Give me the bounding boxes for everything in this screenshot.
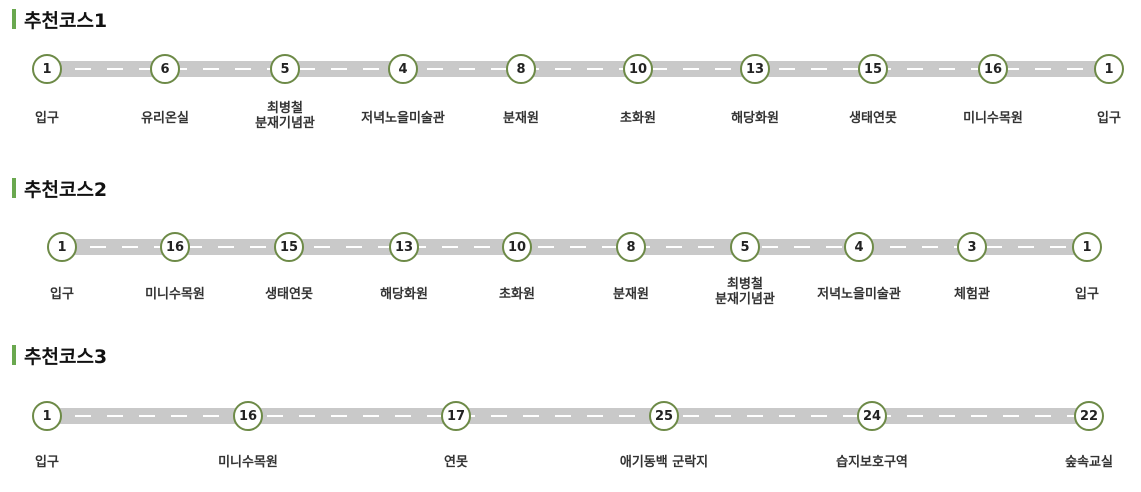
stop-number-badge[interactable]: 3 — [957, 232, 987, 262]
stop-label[interactable]: 유리온실 — [141, 111, 189, 126]
road-dash-line — [43, 415, 1093, 417]
course-heading: 추천코스3 — [12, 344, 108, 368]
course-title: 추천코스2 — [24, 178, 108, 201]
stop-label[interactable]: 입구 — [1075, 287, 1099, 302]
stop-label[interactable]: 저녁노을미술관 — [361, 111, 445, 126]
stop-number-badge[interactable]: 5 — [270, 54, 300, 84]
heading-accent-bar — [12, 9, 16, 29]
stop-number-badge[interactable]: 15 — [858, 54, 888, 84]
stop-label[interactable]: 생태연못 — [849, 111, 897, 126]
road-dash-line — [43, 68, 1113, 70]
stop-label[interactable]: 입구 — [35, 455, 59, 470]
stop-label[interactable]: 미니수목원 — [963, 111, 1023, 126]
stop-label[interactable]: 입구 — [50, 287, 74, 302]
stop-number-badge[interactable]: 5 — [730, 232, 760, 262]
stop-label[interactable]: 애기동백 군락지 — [619, 455, 709, 470]
stop-label[interactable]: 최병철 분재기념관 — [715, 277, 775, 307]
course-road — [43, 408, 1093, 424]
stop-label[interactable]: 해당화원 — [380, 287, 428, 302]
course-heading: 추천코스1 — [12, 8, 108, 32]
stop-label[interactable]: 입구 — [35, 111, 59, 126]
course-title: 추천코스1 — [24, 9, 108, 32]
stop-number-badge[interactable]: 1 — [47, 232, 77, 262]
stop-number-badge[interactable]: 6 — [150, 54, 180, 84]
stop-number-badge[interactable]: 16 — [978, 54, 1008, 84]
stop-label[interactable]: 미니수목원 — [218, 455, 278, 470]
stop-label[interactable]: 해당화원 — [731, 111, 779, 126]
stop-label[interactable]: 저녁노을미술관 — [817, 287, 901, 302]
heading-accent-bar — [12, 345, 16, 365]
road-dash-line — [58, 246, 1091, 248]
stop-label[interactable]: 분재원 — [613, 287, 649, 302]
stop-label[interactable]: 최병철 분재기념관 — [255, 101, 315, 131]
stop-number-badge[interactable]: 16 — [160, 232, 190, 262]
heading-accent-bar — [12, 178, 16, 198]
stop-number-badge[interactable]: 8 — [506, 54, 536, 84]
stop-number-badge[interactable]: 1 — [1072, 232, 1102, 262]
stop-label[interactable]: 초화원 — [499, 287, 535, 302]
stop-label[interactable]: 미니수목원 — [145, 287, 205, 302]
stop-number-badge[interactable]: 8 — [616, 232, 646, 262]
stop-label[interactable]: 연못 — [444, 455, 468, 470]
stop-label[interactable]: 입구 — [1097, 111, 1121, 126]
course-heading: 추천코스2 — [12, 177, 108, 201]
stop-number-badge[interactable]: 22 — [1074, 401, 1104, 431]
stop-number-badge[interactable]: 4 — [388, 54, 418, 84]
stop-label[interactable]: 분재원 — [503, 111, 539, 126]
stop-number-badge[interactable]: 16 — [233, 401, 263, 431]
stop-number-badge[interactable]: 1 — [1094, 54, 1124, 84]
stop-number-badge[interactable]: 10 — [623, 54, 653, 84]
stop-number-badge[interactable]: 4 — [844, 232, 874, 262]
stop-label[interactable]: 숲속교실 — [1065, 455, 1113, 470]
stop-number-badge[interactable]: 25 — [649, 401, 679, 431]
stop-number-badge[interactable]: 13 — [389, 232, 419, 262]
stop-number-badge[interactable]: 10 — [502, 232, 532, 262]
course-title: 추천코스3 — [24, 345, 108, 368]
stop-number-badge[interactable]: 13 — [740, 54, 770, 84]
stop-number-badge[interactable]: 24 — [857, 401, 887, 431]
course-road — [43, 61, 1113, 77]
stop-label[interactable]: 초화원 — [620, 111, 656, 126]
stop-label[interactable]: 체험관 — [954, 287, 990, 302]
stop-number-badge[interactable]: 15 — [274, 232, 304, 262]
stop-number-badge[interactable]: 17 — [441, 401, 471, 431]
stop-number-badge[interactable]: 1 — [32, 54, 62, 84]
stop-label[interactable]: 생태연못 — [265, 287, 313, 302]
stop-label[interactable]: 습지보호구역 — [836, 455, 908, 470]
course-road — [58, 239, 1091, 255]
stop-number-badge[interactable]: 1 — [32, 401, 62, 431]
